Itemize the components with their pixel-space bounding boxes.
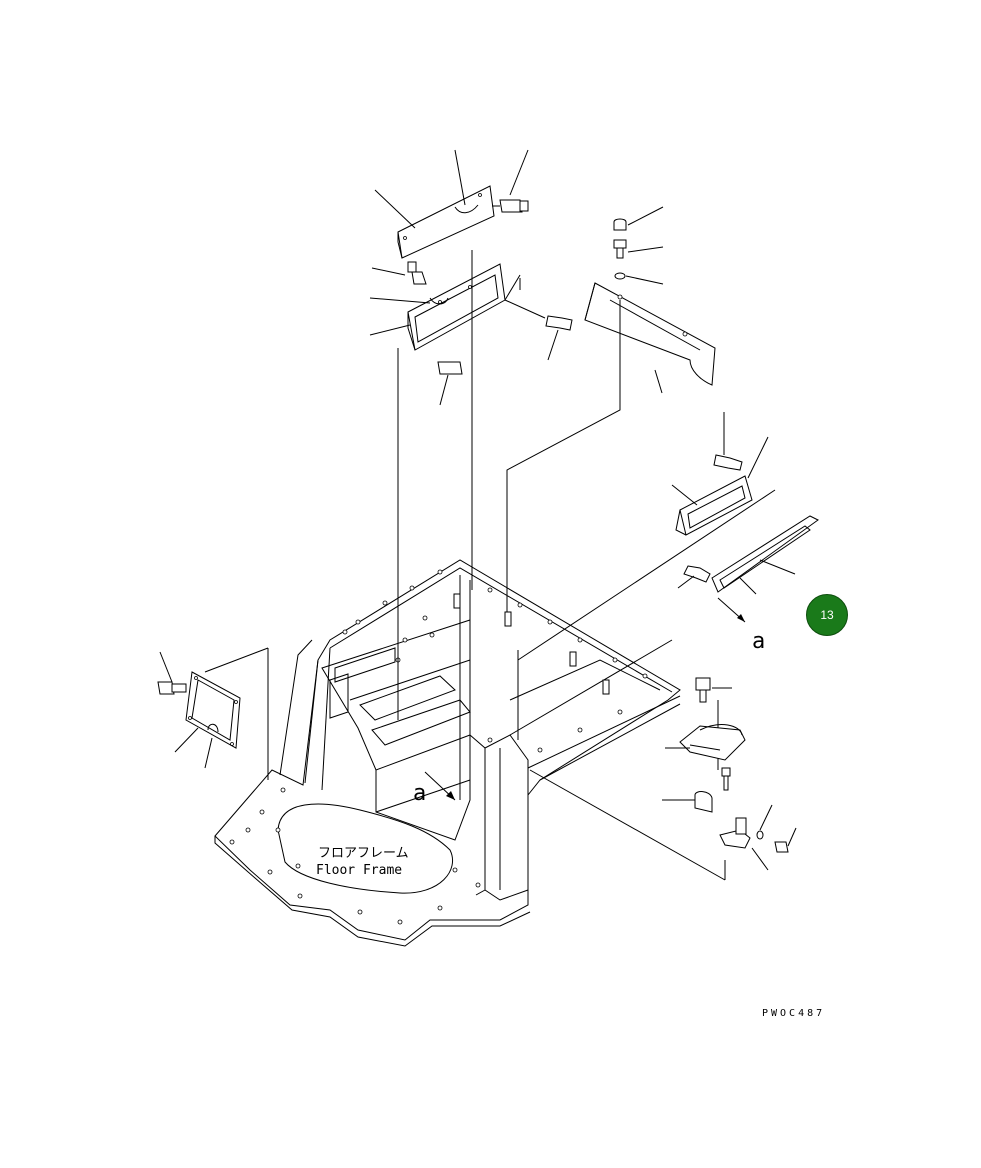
- bolt-middle-right: [545, 315, 573, 361]
- cap-nut: [613, 206, 664, 285]
- floor-frame-label-en: Floor Frame: [316, 863, 402, 878]
- bolt-top-right: [492, 199, 529, 213]
- curved-cover: [584, 282, 716, 394]
- bolt-lower-left: [437, 361, 463, 406]
- bolt-left-cover: [157, 651, 187, 695]
- page-badge[interactable]: 13: [806, 594, 848, 636]
- bolt-inspection: [677, 565, 711, 589]
- middle-plate: [369, 263, 546, 351]
- floor-frame-label-jp: フロアフレーム: [318, 846, 409, 861]
- latch-assembly: [662, 677, 797, 871]
- view-label-a: a: [752, 629, 765, 654]
- view-arrow-a: [717, 597, 746, 623]
- bolt-middle-left: [407, 261, 427, 285]
- view-label-a-frame: a: [413, 781, 426, 806]
- drawing-code: PWOC487: [762, 1008, 826, 1019]
- right-side-plate: [671, 436, 769, 536]
- bolt-side-plate: [713, 412, 743, 471]
- left-side-cover: [174, 671, 241, 769]
- upper-cover-plate: [374, 149, 529, 259]
- inspection-cover: [711, 515, 819, 595]
- floor-frame: [214, 559, 681, 947]
